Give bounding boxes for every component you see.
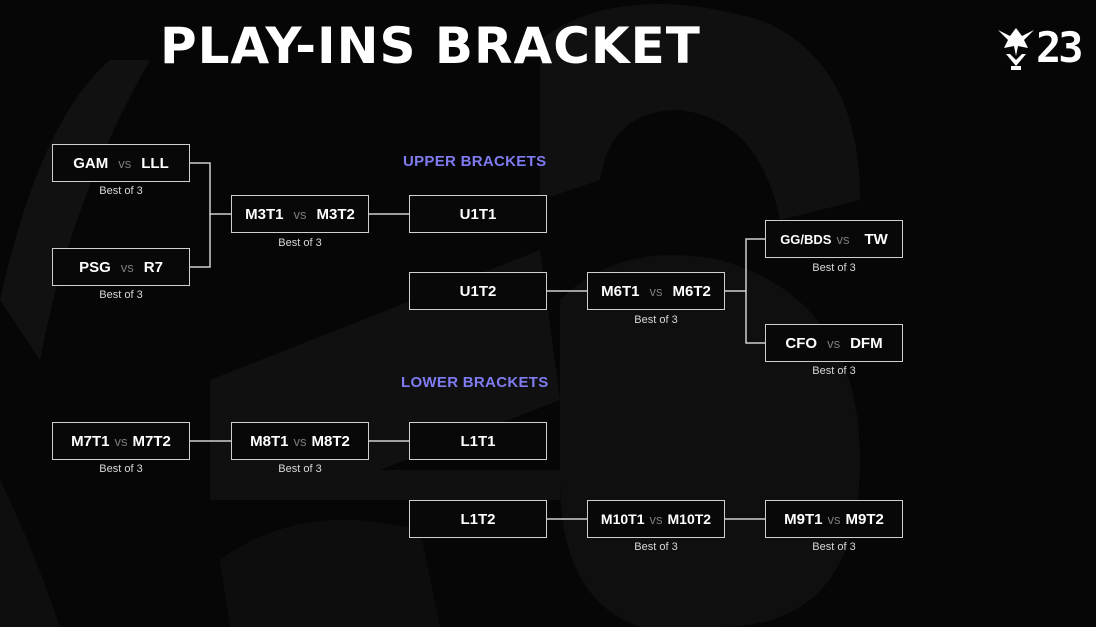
team-b: M10T2 bbox=[667, 511, 712, 527]
match-format: Best of 3 bbox=[634, 541, 678, 553]
vs-label: vs bbox=[836, 231, 850, 247]
match-box-m7[interactable]: M7T1 vs M7T2 bbox=[52, 422, 190, 460]
team-a: PSG bbox=[79, 258, 111, 276]
vs-label: vs bbox=[293, 433, 307, 449]
match-box-m9[interactable]: M9T1 vs M9T2 bbox=[765, 500, 903, 538]
team-a: M7T1 bbox=[71, 432, 110, 450]
slot-label: U1T1 bbox=[459, 205, 497, 223]
match-format: Best of 3 bbox=[812, 262, 856, 274]
match-format: Best of 3 bbox=[278, 463, 322, 475]
team-a: M9T1 bbox=[784, 510, 823, 528]
team-a: GG/BDS bbox=[780, 231, 832, 247]
slot-box-l1t1[interactable]: L1T1 bbox=[409, 422, 547, 460]
match-format: Best of 3 bbox=[99, 185, 143, 197]
slot-box-u1t1[interactable]: U1T1 bbox=[409, 195, 547, 233]
vs-label: vs bbox=[118, 155, 132, 171]
match-box-m8[interactable]: M8T1 vs M8T2 bbox=[231, 422, 369, 460]
match-box-m3[interactable]: M3T1 vs M3T2 bbox=[231, 195, 369, 233]
team-a: GAM bbox=[73, 154, 109, 172]
vs-label: vs bbox=[649, 511, 663, 527]
slot-box-u1t2[interactable]: U1T2 bbox=[409, 272, 547, 310]
slot-label: L1T2 bbox=[460, 510, 496, 528]
match-box-ggbds-tw[interactable]: GG/BDS vs TW bbox=[765, 220, 903, 258]
match-box-m10[interactable]: M10T1 vs M10T2 bbox=[587, 500, 725, 538]
team-b: R7 bbox=[143, 258, 163, 276]
team-b: DFM bbox=[850, 334, 883, 352]
match-format: Best of 3 bbox=[634, 314, 678, 326]
team-a: CFO bbox=[785, 334, 818, 352]
slot-label: L1T1 bbox=[460, 432, 496, 450]
lower-brackets-label: LOWER BRACKETS bbox=[401, 374, 549, 391]
match-format: Best of 3 bbox=[278, 237, 322, 249]
vs-label: vs bbox=[114, 433, 128, 449]
vs-label: vs bbox=[293, 206, 307, 222]
logo-year: 23 bbox=[1036, 23, 1084, 72]
team-b: M3T2 bbox=[316, 205, 355, 223]
vs-label: vs bbox=[827, 335, 841, 351]
page-title: PLAY-INS BRACKET bbox=[160, 17, 701, 75]
team-b: M9T2 bbox=[845, 510, 884, 528]
match-box-psg-r7[interactable]: PSG vs R7 bbox=[52, 248, 190, 286]
match-format: Best of 3 bbox=[99, 463, 143, 475]
match-format: Best of 3 bbox=[812, 541, 856, 553]
upper-brackets-label: UPPER BRACKETS bbox=[403, 153, 547, 170]
trophy-icon bbox=[998, 28, 1034, 70]
team-b: M6T2 bbox=[672, 282, 711, 300]
vs-label: vs bbox=[120, 259, 134, 275]
slot-label: U1T2 bbox=[459, 282, 497, 300]
match-box-cfo-dfm[interactable]: CFO vs DFM bbox=[765, 324, 903, 362]
team-b: LLL bbox=[141, 154, 169, 172]
match-format: Best of 3 bbox=[99, 289, 143, 301]
vs-label: vs bbox=[827, 511, 841, 527]
vs-label: vs bbox=[649, 283, 663, 299]
team-b: M8T2 bbox=[311, 432, 350, 450]
match-format: Best of 3 bbox=[812, 365, 856, 377]
match-box-gam-lll[interactable]: GAM vs LLL bbox=[52, 144, 190, 182]
team-a: M3T1 bbox=[245, 205, 284, 223]
team-b: M7T2 bbox=[132, 432, 171, 450]
slot-box-l1t2[interactable]: L1T2 bbox=[409, 500, 547, 538]
team-a: M10T1 bbox=[600, 511, 645, 527]
worlds-logo: 23 bbox=[994, 24, 1084, 74]
match-box-m6[interactable]: M6T1 vs M6T2 bbox=[587, 272, 725, 310]
team-a: M6T1 bbox=[601, 282, 640, 300]
team-b: TW bbox=[864, 230, 888, 248]
team-a: M8T1 bbox=[250, 432, 289, 450]
